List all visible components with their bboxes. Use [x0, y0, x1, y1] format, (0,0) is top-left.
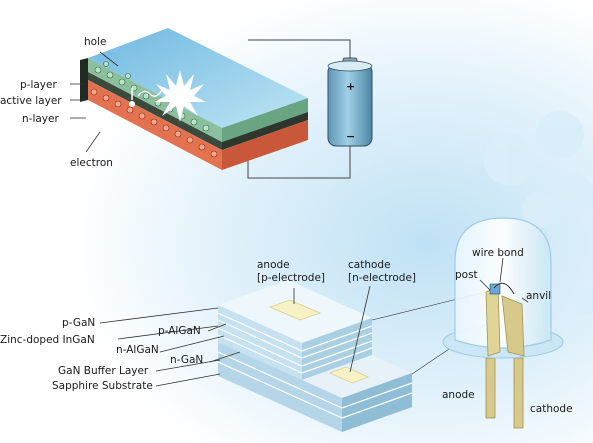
pn-junction-block: + − hole p-layer active layer n-layer el…	[0, 28, 373, 179]
substrate-front	[218, 342, 342, 432]
led-anvil	[501, 295, 525, 357]
led-chip-stack: anode [p-electrode] cathode [n-electrode…	[0, 259, 499, 432]
label-buffer-layer: GaN Buffer Layer	[58, 365, 149, 377]
substrate-layer-lines	[217, 351, 413, 419]
cathode-lead	[513, 357, 524, 429]
led-package: wire bond post anvil anode cathode	[442, 217, 573, 429]
label-wire-bond: wire bond	[472, 247, 524, 259]
label-n-gan: n-GaN	[170, 354, 203, 366]
label-zinc-ingan: Zinc-doped InGaN	[0, 334, 95, 346]
left-edge	[80, 58, 88, 102]
led-post	[485, 285, 501, 357]
label-p-layer: p-layer	[20, 79, 57, 91]
mesa-layer-lines	[217, 312, 373, 374]
label-sapphire-substrate: Sapphire Substrate	[52, 380, 153, 392]
label-anvil: anvil	[526, 290, 551, 302]
p-layer-side	[222, 98, 308, 142]
label-electron: electron	[70, 157, 113, 169]
electron-dots	[90, 88, 218, 158]
active-layer-front	[88, 72, 222, 150]
circuit-wire-top	[248, 39, 351, 62]
battery-minus-label: −	[346, 130, 355, 143]
led-leader-lines	[479, 257, 529, 303]
label-p-algan: p-AlGaN	[158, 325, 201, 337]
label-hole: hole	[84, 36, 106, 48]
label-cathode-line2: [n-electrode]	[348, 272, 416, 284]
substrate-side	[342, 373, 412, 432]
label-n-layer: n-layer	[22, 113, 59, 125]
active-layer-side	[222, 112, 308, 150]
mesa-side	[302, 318, 372, 380]
chip-leader-lines	[99, 285, 371, 387]
label-anode-line1: anode	[257, 259, 290, 271]
light-burst-icon	[154, 70, 206, 122]
n-layer-side	[222, 120, 308, 170]
glow-bubbles	[484, 111, 593, 314]
label-anode-line2: [p-electrode]	[257, 272, 325, 284]
cathode-electrode	[328, 366, 370, 384]
battery-icon: + −	[327, 57, 373, 147]
anode-lead	[485, 357, 496, 419]
led-die	[489, 283, 501, 295]
label-led-cathode: cathode	[530, 403, 573, 415]
label-active-layer: active layer	[0, 95, 62, 107]
label-led-anode: anode	[442, 389, 475, 401]
top-leader-lines	[70, 51, 119, 153]
recombination-point	[129, 101, 135, 107]
mesa-front	[218, 305, 302, 380]
label-post: post	[455, 269, 478, 281]
circuit-wire-bottom	[247, 146, 351, 179]
top-face	[88, 28, 308, 128]
wire-bond-wire	[493, 282, 515, 295]
label-cathode-line1: cathode	[348, 259, 391, 271]
photon-wave	[137, 89, 163, 97]
label-n-algan: n-AlGaN	[116, 344, 159, 356]
anode-electrode	[268, 299, 322, 321]
label-p-gan: p-GaN	[62, 317, 95, 329]
battery-plus-label: +	[346, 80, 355, 93]
